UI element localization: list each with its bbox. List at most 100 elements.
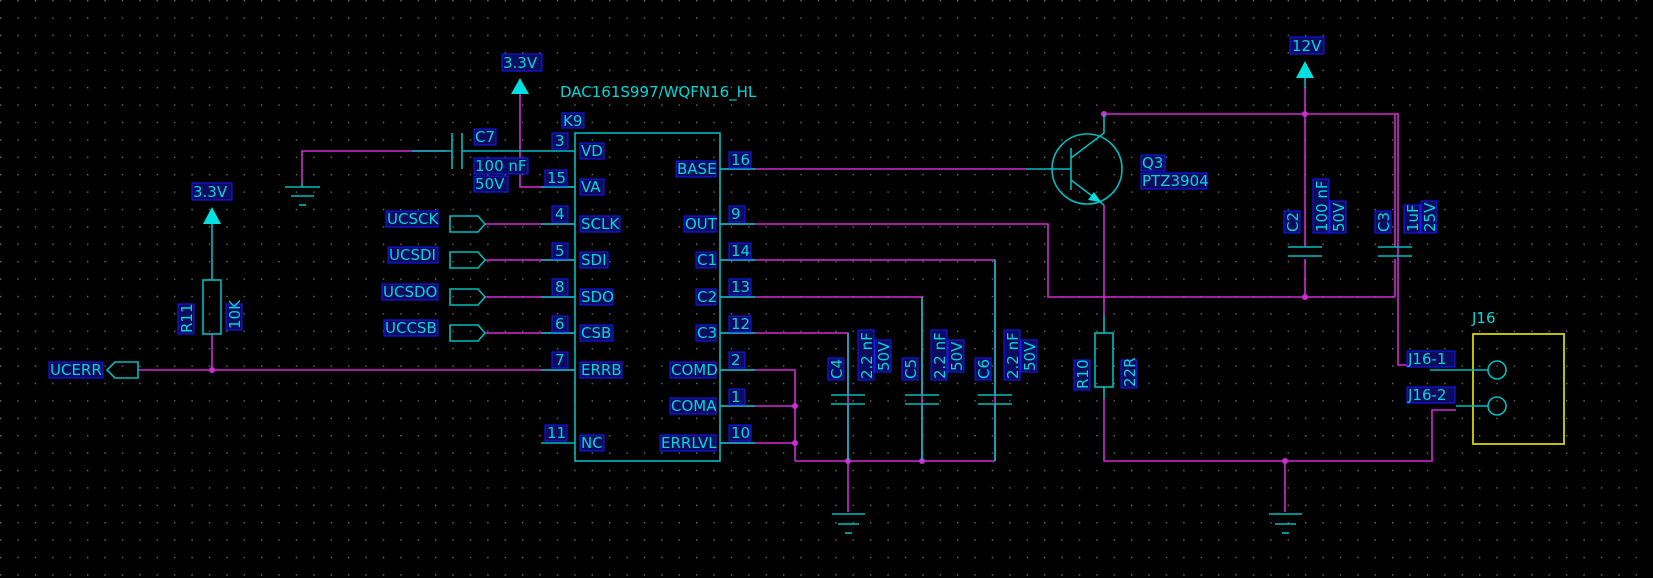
resistor-r10[interactable]: R10 22R	[1073, 315, 1139, 399]
j16-pin2-label: J16-2	[1407, 386, 1446, 404]
c3-ref: C3	[1375, 212, 1393, 232]
c6-ref: C6	[975, 359, 993, 379]
q3-value: PTZ3904	[1142, 172, 1209, 190]
capacitor-c3[interactable]: C3 1uF 25V	[1374, 200, 1439, 257]
power-3v3-label-left: 3.3V	[193, 183, 228, 201]
r11-value: 10K	[226, 299, 244, 329]
port-shape	[449, 251, 487, 269]
pin-num-11: 11	[547, 424, 566, 442]
c4-ref: C4	[828, 359, 846, 379]
transistor-q3[interactable]: Q3 PTZ3904	[1026, 114, 1209, 206]
power-3v3-label-top: 3.3V	[503, 54, 538, 72]
pin-num-12: 12	[731, 315, 750, 333]
capacitor-c2[interactable]: C2 100 nF 50V	[1283, 178, 1348, 257]
power-arrow-icon	[1296, 61, 1314, 78]
pin-num-7: 7	[555, 351, 565, 369]
pin-name-c2: C2	[697, 288, 717, 306]
pin-name-errb: ERRB	[581, 361, 622, 379]
c2-value: 100 nF	[1313, 180, 1331, 232]
capacitor-c5[interactable]: C5 2.2 nF 50V	[901, 297, 966, 461]
capacitor-c6[interactable]: C6 2.2 nF 50V	[974, 260, 1039, 461]
c4-rating: 50V	[875, 341, 893, 371]
connector-j16[interactable]: J16 J16-1 J16-2	[1406, 309, 1565, 445]
pin-name-comd: COMD	[671, 361, 718, 379]
ic-k9[interactable]: DAC161S997/WQFN16_HL K9 3 15 4 5 8 6 7 1…	[541, 83, 757, 462]
c2-rating: 50V	[1330, 202, 1348, 232]
pin-num-13: 13	[731, 278, 750, 296]
pin-num-2: 2	[731, 351, 741, 369]
port-shape	[449, 288, 487, 306]
left-pin-names: VD VA SCLK SDI SDO CSB ERRB NC	[579, 142, 623, 452]
port-label-ucsdo: UCSDO	[383, 283, 437, 301]
c6-value: 2.2 nF	[1004, 332, 1022, 379]
ground-c7	[285, 183, 320, 206]
r11-ref: R11	[178, 303, 196, 333]
c7-ref: C7	[475, 128, 495, 146]
power-flag-3v3-vd[interactable]: 3.3V	[501, 53, 543, 94]
pin-num-14: 14	[731, 242, 750, 260]
power-flag-12v[interactable]: 12V	[1289, 36, 1325, 88]
ic-ref-label: K9	[563, 112, 582, 130]
pin-name-va: VA	[581, 178, 601, 196]
pin-num-1: 1	[731, 388, 741, 406]
power-arrow-icon	[203, 207, 221, 224]
q3-ref: Q3	[1142, 154, 1163, 172]
power-arrow-icon	[511, 78, 529, 94]
pin-name-errlvl: ERRLVL	[661, 434, 717, 452]
r10-value: 22R	[1121, 357, 1139, 387]
capacitor-c4[interactable]: C4 2.2 nF 50V	[827, 329, 893, 461]
j16-ref: J16	[1471, 309, 1496, 327]
port-shape	[105, 361, 139, 379]
left-pin-numbers: 3 15 4 5 8 6 7 11	[544, 132, 569, 442]
pin-name-c3: C3	[697, 324, 717, 342]
ground-caps	[832, 513, 865, 534]
power-12v-label: 12V	[1292, 37, 1322, 55]
c3-rating: 25V	[1421, 202, 1439, 232]
right-pin-names: BASE OUT C1 C2 C3 COMD COMA ERRLVL	[659, 160, 718, 452]
terminal-icon	[1487, 396, 1507, 416]
c5-ref: C5	[902, 359, 920, 379]
net-port-ucsck[interactable]: UCSCK	[385, 210, 487, 233]
emitter-arrow-icon	[1088, 192, 1101, 202]
net-port-uccsb[interactable]: UCCSB	[383, 319, 487, 342]
resistor-r11[interactable]: R11 10K	[177, 279, 244, 335]
port-label-ucsck: UCSCK	[387, 210, 439, 228]
pin-name-coma: COMA	[671, 397, 717, 415]
pin-num-10: 10	[731, 424, 750, 442]
terminal-icon	[1487, 360, 1507, 380]
port-label-uccsb: UCCSB	[385, 319, 437, 337]
net-port-ucsdi[interactable]: UCSDI	[387, 246, 487, 269]
ground-output	[1269, 513, 1302, 534]
pin-name-sclk: SCLK	[581, 215, 620, 233]
c3-value: 1uF	[1404, 204, 1422, 232]
pin-num-8: 8	[555, 278, 565, 296]
j16-pin1-label: J16-1	[1407, 350, 1446, 368]
pin-name-vd: VD	[581, 142, 603, 160]
pin-name-base: BASE	[677, 160, 717, 178]
pin-name-out: OUT	[685, 215, 718, 233]
pin-name-csb: CSB	[581, 324, 611, 342]
net-port-ucerr[interactable]: UCERR	[48, 361, 139, 379]
pin-num-5: 5	[555, 242, 565, 260]
r10-ref: R10	[1074, 359, 1092, 389]
c7-rating: 50V	[475, 175, 505, 193]
port-label-ucsdi: UCSDI	[389, 246, 436, 264]
net-port-ucsdo[interactable]: UCSDO	[381, 283, 487, 306]
c5-rating: 50V	[948, 341, 966, 371]
port-shape	[449, 215, 487, 233]
pin-name-nc: NC	[581, 434, 603, 452]
c2-ref: C2	[1284, 212, 1302, 232]
port-label-ucerr: UCERR	[50, 361, 102, 379]
connector-body	[1472, 333, 1565, 445]
port-shape	[449, 324, 487, 342]
power-flag-3v3-pullup[interactable]: 3.3V	[191, 182, 233, 280]
pin-num-9: 9	[731, 205, 741, 223]
pin-num-3: 3	[555, 132, 565, 150]
pin-num-4: 4	[555, 205, 565, 223]
pin-num-15: 15	[547, 169, 566, 187]
pin-num-6: 6	[555, 315, 565, 333]
pin-name-sdo: SDO	[581, 288, 614, 306]
c5-value: 2.2 nF	[931, 332, 949, 379]
pin-num-16: 16	[731, 151, 750, 169]
capacitor-c7[interactable]: C7 100 nF 50V	[412, 128, 541, 193]
